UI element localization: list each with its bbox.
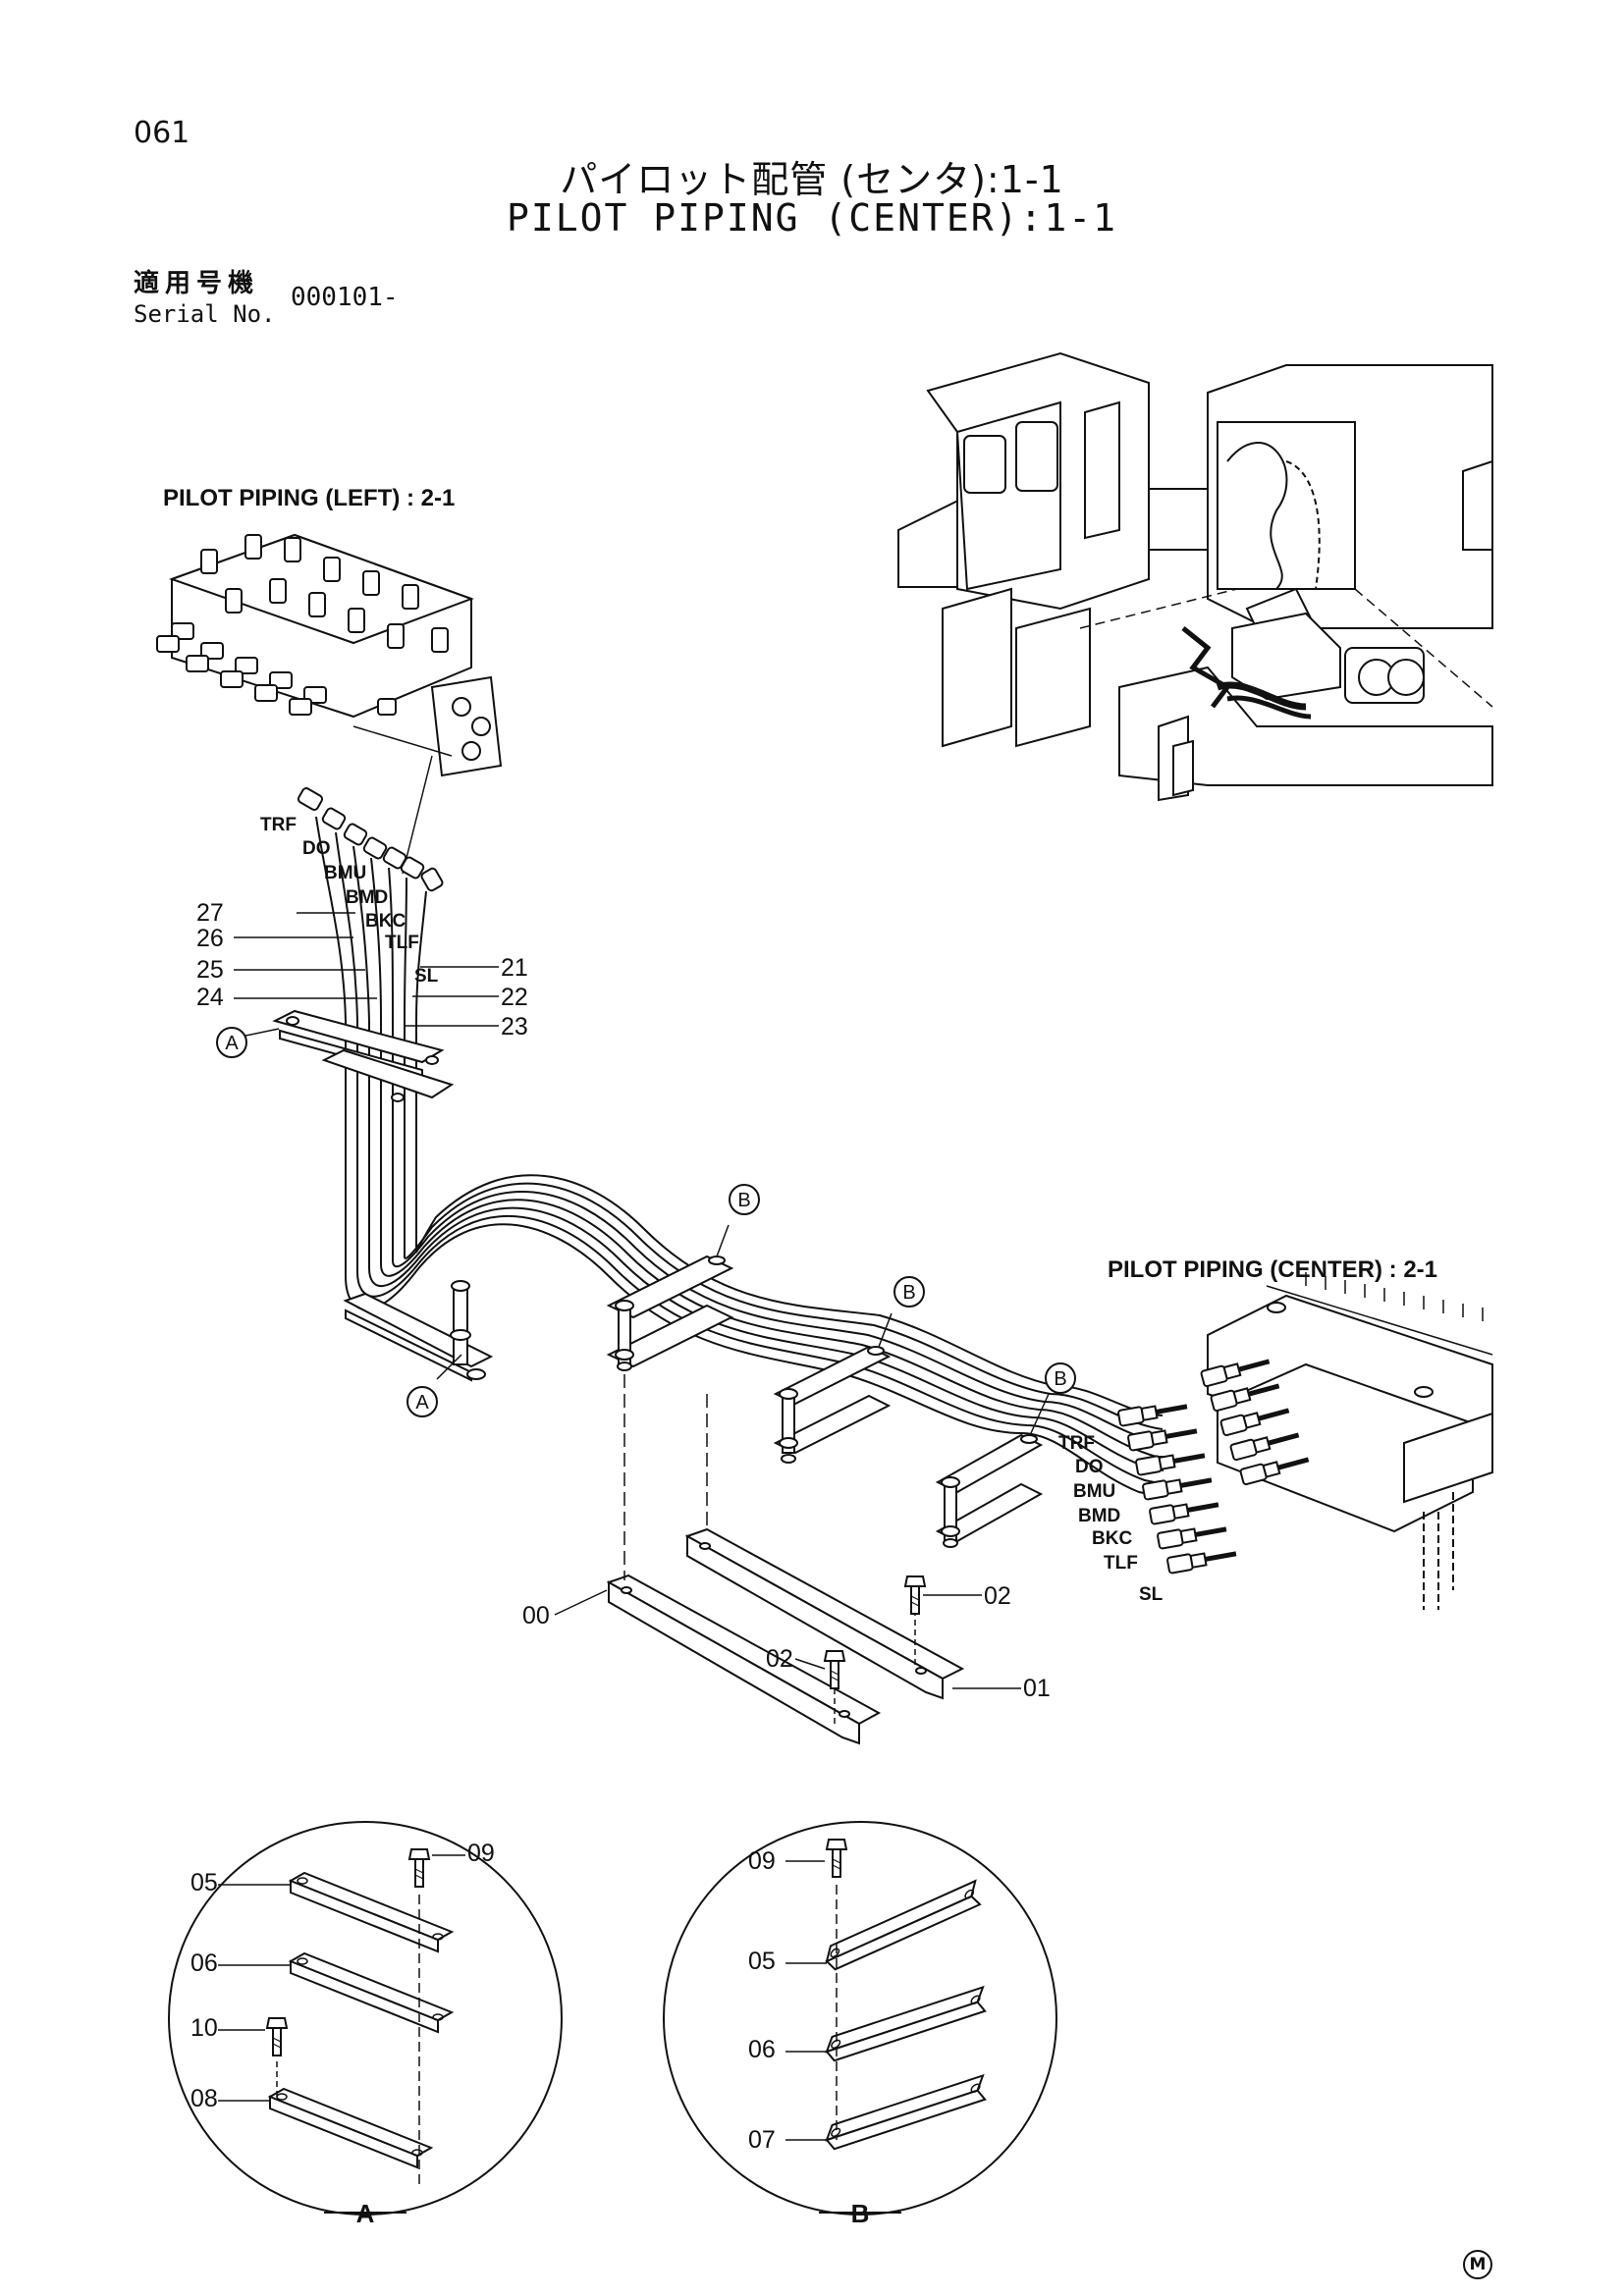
view-marker-b-2 (893, 1276, 925, 1308)
view-marker-a-lower (406, 1386, 438, 1417)
clamp-b-2 (773, 1345, 892, 1464)
callout-b-05: 05 (748, 1948, 776, 1975)
callout-23: 23 (501, 1013, 528, 1041)
view-marker-b-1 (729, 1184, 760, 1215)
line-tag-bmd-right: BMD (1078, 1506, 1120, 1526)
bolt-02-right (904, 1575, 926, 1615)
callout-02-right: 02 (984, 1582, 1011, 1610)
line-tag-do-top: DO (302, 838, 331, 859)
corner-mark-badge: M (1463, 2250, 1492, 2279)
line-tags-top: TRF DO BMU BMD BKC TLF SL (260, 815, 439, 987)
callout-22: 22 (501, 984, 528, 1011)
line-tags-right: TRF DO BMU BMD BKC TLF SL (1058, 1433, 1164, 1605)
page-title-english: PILOT PIPING (CENTER):1-1 (507, 196, 1117, 240)
callout-24: 24 (196, 984, 224, 1011)
view-letter-b-2: B (902, 1282, 915, 1304)
callout-01: 01 (1023, 1675, 1051, 1702)
clamp-a-lower (343, 1280, 494, 1382)
view-marker-b-3 (1045, 1362, 1076, 1394)
clamp-a-upper (272, 1009, 455, 1102)
callout-27: 27 (196, 899, 224, 927)
detail-view-a-label: A (356, 2199, 375, 2228)
clamp-b-1 (606, 1255, 734, 1371)
clamp-b-3 (935, 1433, 1044, 1548)
line-tag-sl-right: SL (1139, 1584, 1164, 1605)
callout-a-09: 09 (467, 1840, 495, 1867)
view-letter-b-1: B (737, 1190, 750, 1211)
line-tag-sl-top: SL (414, 966, 439, 987)
cross-ref-center[interactable]: PILOT PIPING (CENTER) : 2-1 (1108, 1256, 1438, 1283)
line-tag-tlf-right: TLF (1104, 1553, 1138, 1574)
callout-00: 00 (522, 1602, 550, 1629)
view-markers[interactable] (216, 1027, 1076, 1417)
page-title-japanese: パイロット配管 (センタ):1-1 (560, 158, 1064, 201)
line-tag-bkc-right: BKC (1092, 1528, 1132, 1549)
detail-view-b-label: B (851, 2199, 870, 2228)
view-marker-a-upper (216, 1027, 247, 1058)
hose-bundle (315, 816, 1164, 1498)
serial-label-japanese: 適用号機 (134, 269, 260, 298)
control-valve-illustration (156, 533, 503, 875)
callout-25: 25 (196, 956, 224, 984)
callout-a-10: 10 (190, 2014, 218, 2042)
line-tag-bkc-top: BKC (365, 911, 406, 932)
bracket-01 (684, 1527, 965, 1700)
line-tag-do-right: DO (1075, 1457, 1104, 1477)
line-tag-bmu-right: BMU (1073, 1481, 1115, 1502)
page-number: 061 (134, 116, 190, 150)
callouts-main: 27 26 25 24 21 22 23 00 01 02 02 (196, 899, 1051, 1702)
line-tag-bmu-top: BMU (324, 863, 366, 883)
callout-b-07: 07 (748, 2126, 776, 2154)
bracket-00 (606, 1574, 882, 1745)
callout-a-08: 08 (190, 2085, 218, 2112)
serial-label-english: Serial No. (134, 300, 276, 328)
bolt-02-lower (824, 1650, 845, 1689)
callout-26: 26 (196, 925, 224, 952)
machine-overview-illustration (897, 351, 1493, 802)
line-tag-bmd-top: BMD (346, 887, 388, 908)
callout-b-06: 06 (748, 2036, 776, 2063)
callout-a-05: 05 (190, 1869, 218, 1896)
line-tag-tlf-top: TLF (385, 933, 419, 953)
callout-b-09: 09 (748, 1847, 776, 1875)
view-letter-a-upper: A (225, 1033, 239, 1054)
detail-view-a: 05 06 10 08 09 A (168, 1821, 563, 2228)
detail-view-b: 09 05 06 07 B (663, 1821, 1057, 2228)
callout-a-06: 06 (190, 1949, 218, 1977)
view-letter-a-lower: A (415, 1392, 429, 1414)
center-valve-illustration (1207, 1272, 1493, 1610)
view-marker-letters: A A B B B (225, 1033, 1066, 1414)
serial-number-value: 000101- (291, 283, 399, 312)
line-tag-trf-top: TRF (260, 815, 297, 835)
leader-lines (231, 912, 1050, 1724)
callout-21: 21 (501, 954, 528, 982)
view-letter-b-3: B (1054, 1368, 1066, 1390)
upper-hose-fittings (297, 787, 444, 892)
cross-ref-left[interactable]: PILOT PIPING (LEFT) : 2-1 (163, 485, 456, 511)
callout-02-lower: 02 (766, 1645, 793, 1673)
line-tag-trf-right: TRF (1058, 1433, 1095, 1454)
